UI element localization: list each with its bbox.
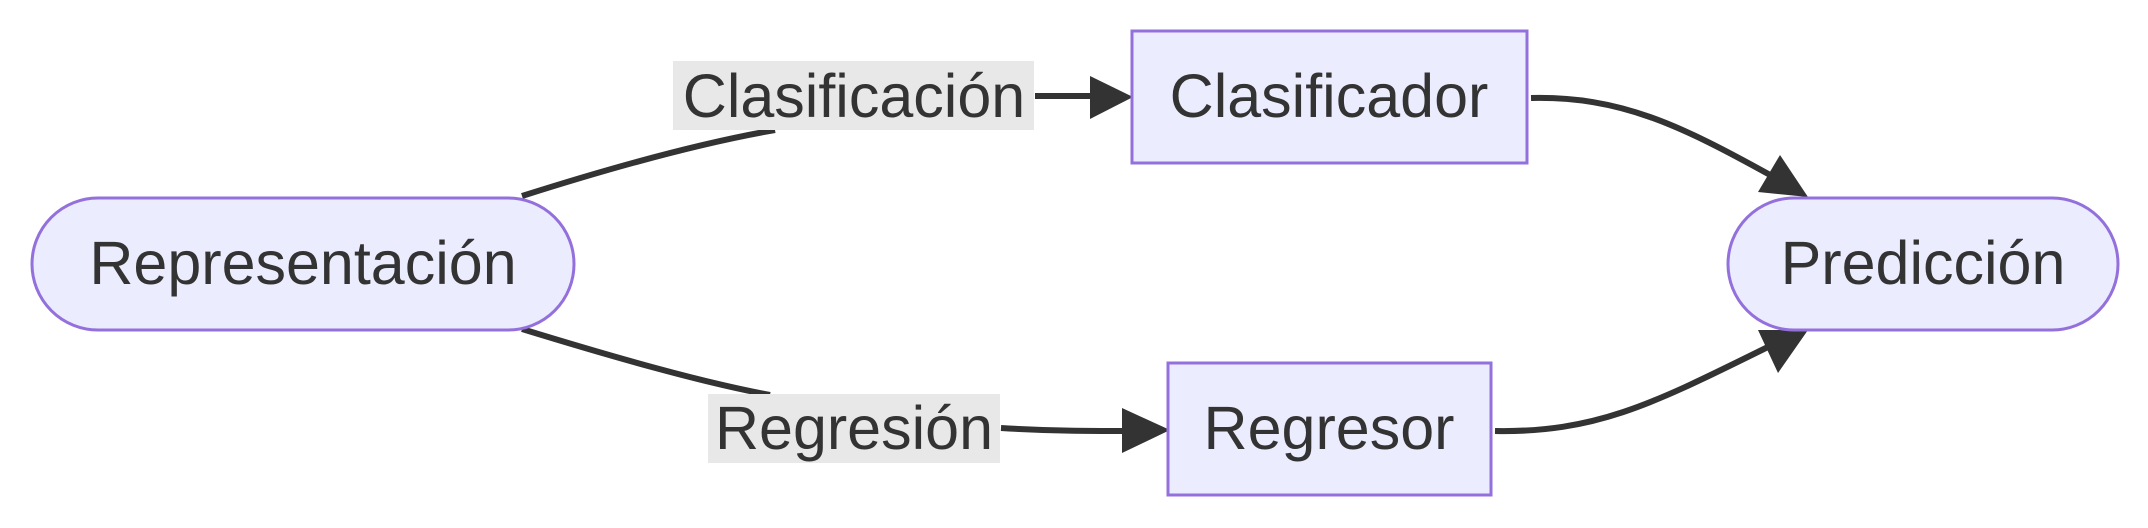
edge-line bbox=[1530, 94, 1774, 179]
edge-line bbox=[521, 326, 1129, 434]
arrowhead-icon bbox=[1122, 408, 1170, 453]
arrowhead-icon bbox=[1758, 330, 1808, 373]
node-shape bbox=[1130, 29, 1529, 165]
node-shape bbox=[1166, 361, 1493, 497]
node-representacion: Representación bbox=[30, 196, 576, 332]
edge-label-regresion: Regresión bbox=[715, 394, 993, 462]
edge-line bbox=[521, 93, 1092, 199]
edge-representacion-regresor: Regresión bbox=[521, 326, 1170, 463]
edge-regresor-prediccion bbox=[1494, 330, 1808, 435]
node-shape bbox=[1726, 196, 2120, 332]
edge-label-background bbox=[673, 61, 1034, 130]
node-shape bbox=[30, 196, 576, 332]
node-label: Predicción bbox=[1781, 229, 2066, 297]
arrowhead-icon bbox=[1090, 76, 1133, 119]
edge-representacion-clasificador: Clasificación bbox=[521, 61, 1133, 199]
node-clasificador: Clasificador bbox=[1130, 29, 1529, 165]
edge-label-background bbox=[708, 394, 1000, 463]
edge-clasificador-prediccion bbox=[1530, 94, 1808, 197]
node-prediccion: Predicción bbox=[1726, 196, 2120, 332]
arrowhead-icon bbox=[1758, 155, 1808, 197]
node-label: Regresor bbox=[1204, 394, 1455, 462]
node-label: Clasificador bbox=[1170, 62, 1489, 130]
node-label: Representación bbox=[89, 229, 516, 297]
node-regresor: Regresor bbox=[1166, 361, 1493, 497]
edge-line bbox=[1494, 342, 1774, 435]
edge-label-clasificacion: Clasificación bbox=[683, 62, 1025, 130]
